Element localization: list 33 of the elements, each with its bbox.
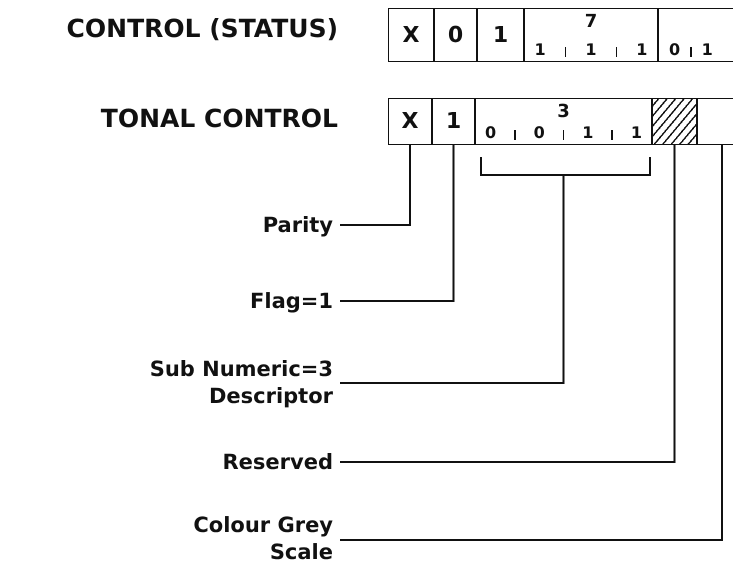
bit-value: 0 [534, 123, 545, 142]
row-label: CONTROL (STATUS) [66, 14, 338, 43]
bit-value: 1 [636, 40, 648, 59]
field-value: 3 [557, 101, 570, 122]
bit-value: 1 [630, 123, 642, 142]
leader-line [340, 145, 676, 463]
bit-value: 1 [534, 40, 546, 59]
hatched-cell [652, 98, 697, 145]
bit-cell: 0 [434, 8, 477, 62]
bit-value: 0 [484, 123, 496, 142]
field-label: Sub Numeric=3 Descriptor [73, 356, 333, 410]
empty-cell [697, 98, 733, 145]
leader-line [340, 145, 723, 541]
field-label: Parity [133, 212, 333, 239]
bit-value: 1 [702, 40, 713, 59]
bit-value: 1 [585, 40, 597, 59]
field-label: Colour Grey Scale [173, 512, 333, 566]
row-label: TONAL CONTROL [100, 104, 338, 133]
field-label: Reserved [133, 449, 333, 476]
bit-field [475, 98, 652, 145]
leader-line [340, 175, 564, 384]
field-label: Flag=1 [133, 288, 333, 315]
bit-value: 1 [582, 123, 594, 142]
bit-value: 0 [669, 40, 680, 59]
bit-field [658, 8, 733, 62]
bit-cell: 1 [432, 98, 475, 145]
field-value: 7 [584, 11, 598, 32]
bit-cell: X [388, 98, 432, 145]
bit-cell: 1 [477, 8, 524, 62]
bit-field [524, 8, 658, 62]
leader-line [340, 145, 411, 226]
bit-cell: X [388, 8, 434, 62]
leader-line [340, 145, 454, 302]
